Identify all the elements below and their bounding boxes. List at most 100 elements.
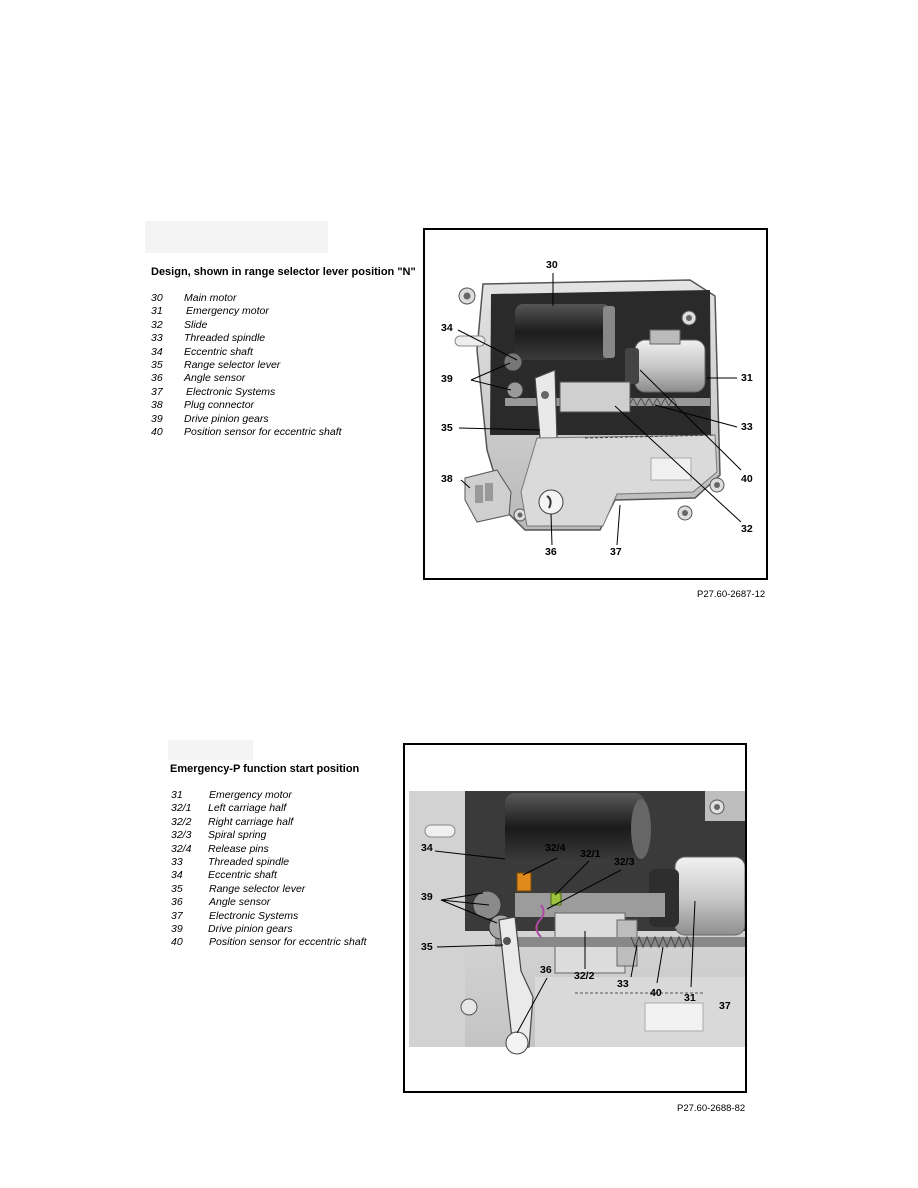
legend-number: 40	[151, 425, 163, 438]
legend-label: Emergency motor	[186, 305, 269, 318]
callout-label: 30	[546, 259, 558, 271]
legend-number: 35	[151, 358, 163, 371]
legend-number: 36	[171, 896, 183, 909]
legend-item: 39 Drive pinion gears	[151, 413, 342, 426]
legend-number: 38	[151, 399, 163, 412]
legend-item: 33 Threaded spindle	[151, 332, 342, 345]
legend-number: 39	[171, 922, 183, 935]
legend-label: Emergency motor	[209, 789, 292, 801]
callout-label: 35	[441, 422, 453, 434]
callout-label: 32/1	[580, 848, 601, 860]
legend-number: 33	[171, 855, 183, 868]
callout-label: 32/4	[545, 842, 566, 854]
callout-label: 37	[719, 1000, 731, 1012]
callout-label: 32	[741, 523, 753, 535]
legend-label: Eccentric shaft	[208, 869, 277, 882]
legend-number: 33	[151, 332, 163, 345]
legend-number: 39	[151, 412, 163, 425]
legend-number: 32/1	[171, 802, 192, 815]
legend-label: Electronic Systems	[186, 385, 276, 398]
legend-item: 34 Eccentric shaft	[171, 869, 367, 882]
legend-item: 37 Electronic Systems	[171, 910, 367, 923]
legend-number: 40	[171, 936, 183, 949]
legend-item: 38 Plug connector	[151, 399, 342, 412]
callout-label: 40	[650, 987, 662, 999]
legend-label: Threaded spindle	[208, 855, 290, 868]
legend-label: Main motor	[184, 292, 237, 304]
callout-label: 40	[741, 473, 753, 485]
legend-item: 33 Threaded spindle	[171, 856, 367, 869]
faded-heading-1	[145, 221, 328, 253]
callout-label: 33	[741, 421, 753, 433]
section2-legend: 31 Emergency motor 32/1 Left carriage half…	[171, 789, 367, 950]
section2-title: Emergency-P function start position	[170, 763, 360, 775]
callout-label: 36	[540, 964, 552, 976]
legend-item: 39 Drive pinion gears	[171, 923, 367, 936]
legend-item: 36 Angle sensor	[151, 372, 342, 385]
legend-label: Angle sensor	[184, 372, 246, 385]
legend-number: 34	[171, 869, 183, 882]
callout-label: 34	[421, 842, 433, 854]
callout-label: 32/2	[574, 970, 595, 982]
legend-item: 32 Slide	[151, 319, 342, 332]
legend-label: Position sensor for eccentric shaft	[184, 425, 342, 438]
legend-label: Range selector lever	[184, 358, 281, 371]
legend-item: 37 Electronic Systems	[151, 386, 342, 399]
callout-label: 39	[421, 891, 433, 903]
legend-number: 32/2	[171, 815, 192, 828]
callout-label: 36	[545, 546, 557, 558]
legend-label: Release pins	[208, 842, 269, 855]
emergency-p-mechanism-illustration	[409, 791, 745, 1055]
callout-label: 39	[441, 373, 453, 385]
legend-item: 32/1 Left carriage half	[171, 802, 367, 815]
legend-item: 32/4 Release pins	[171, 843, 367, 856]
callout-label: 31	[684, 992, 696, 1004]
gear-selector-module-illustration	[454, 273, 742, 546]
callout-label: 34	[441, 322, 453, 334]
callout-label: 31	[741, 372, 753, 384]
legend-item: 36 Angle sensor	[171, 896, 367, 909]
legend-number: 37	[151, 385, 163, 398]
legend-item: 40 Position sensor for eccentric shaft	[151, 426, 342, 439]
legend-item: 35 Range selector lever	[151, 359, 342, 372]
legend-number: 32/4	[171, 842, 192, 855]
legend-label: Position sensor for eccentric shaft	[209, 936, 367, 949]
callout-label: 33	[617, 978, 629, 990]
callout-label: 37	[610, 546, 622, 558]
figure-code: P27.60-2688-82	[677, 1103, 746, 1114]
legend-number: 34	[151, 345, 163, 358]
callout-label: 38	[441, 473, 453, 485]
legend-label: Plug connector	[184, 399, 255, 412]
faded-heading-2	[168, 740, 253, 760]
legend-label: Drive pinion gears	[208, 922, 293, 935]
legend-label: Eccentric shaft	[184, 345, 253, 358]
legend-label: Slide	[184, 318, 208, 331]
legend-item: 31 Emergency motor	[171, 789, 367, 802]
legend-number: 32	[151, 318, 163, 331]
legend-item: 40 Position sensor for eccentric shaft	[171, 936, 367, 949]
legend-number: 30	[151, 292, 163, 304]
legend-label: Right carriage half	[208, 815, 294, 828]
figure-design-position-n: 30 31 32 33 34 35 36 37 38 39 40	[423, 228, 768, 580]
figure-emergency-p-start: 34 32/4 32/1 32/3 39 35 36 32/2 33 40 31…	[403, 743, 747, 1093]
legend-item: 35 Range selector lever	[171, 883, 367, 896]
legend-label: Range selector lever	[209, 882, 306, 895]
legend-number: 37	[171, 909, 183, 922]
legend-label: Electronic Systems	[209, 909, 299, 922]
legend-item: 32/2 Right carriage half	[171, 816, 367, 829]
legend-number: 35	[171, 882, 183, 895]
legend-number: 36	[151, 372, 163, 385]
legend-label: Threaded spindle	[184, 332, 266, 345]
figure-code: P27.60-2687-12	[697, 589, 766, 600]
legend-label: Drive pinion gears	[184, 412, 269, 425]
legend-label: Angle sensor	[209, 896, 271, 909]
callout-label: 35	[421, 941, 433, 953]
section1-title: Design, shown in range selector lever po…	[151, 266, 416, 278]
legend-item: 30 Main motor	[151, 292, 342, 305]
legend-number: 31	[171, 789, 183, 801]
legend-label: Left carriage half	[208, 802, 287, 815]
legend-label: Spiral spring	[208, 829, 267, 842]
